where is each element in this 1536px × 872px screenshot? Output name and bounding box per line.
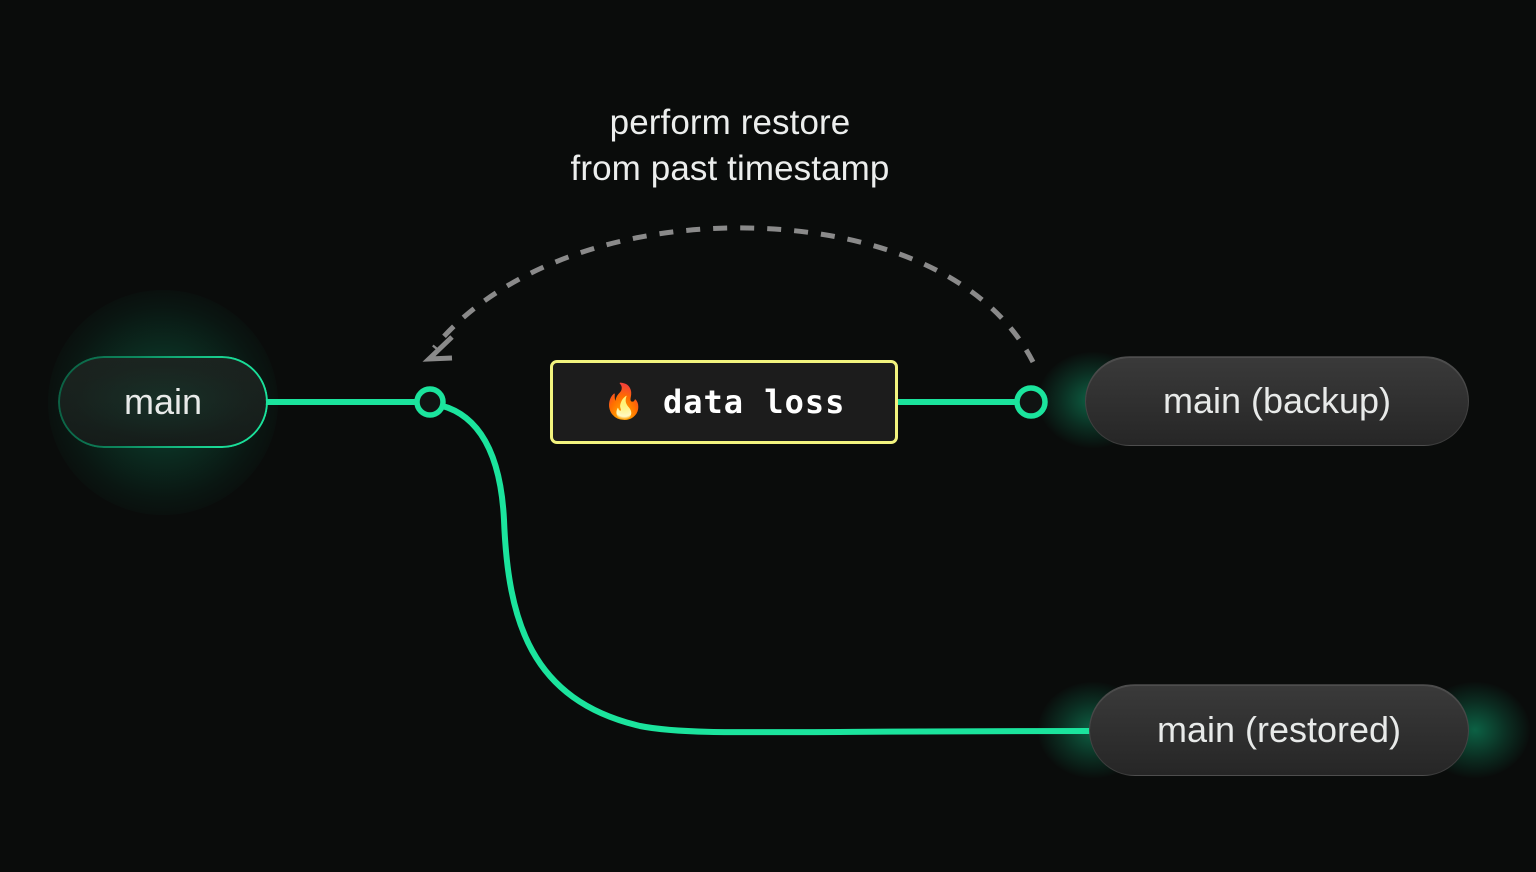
node-data-loss-label: data loss [662, 383, 846, 421]
restore-arc-dashed [432, 225, 1036, 364]
edge-branch-to-restored [431, 401, 1095, 736]
node-main-backup-label: main (backup) [1162, 380, 1392, 421]
fire-emoji: 🔥 [602, 383, 645, 421]
restore-caption: perform restore from past timestamp [570, 103, 890, 188]
branch-junction-node [414, 386, 446, 418]
node-main[interactable]: main [58, 356, 268, 448]
node-main-restored[interactable]: main (restored) [1089, 684, 1469, 776]
backup-junction-node [1014, 385, 1048, 419]
restore-arc-arrowhead [422, 335, 454, 362]
node-main-backup[interactable]: main (backup) [1085, 356, 1469, 446]
node-data-loss[interactable]: 🔥 data loss [550, 360, 898, 444]
node-main-restored-label: main (restored) [1156, 709, 1402, 750]
node-main-label: main [123, 381, 203, 422]
